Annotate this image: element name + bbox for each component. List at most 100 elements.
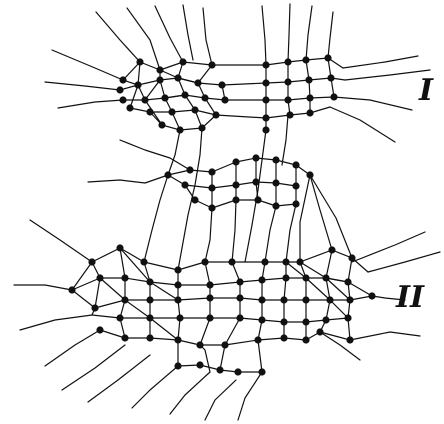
node-dot [91, 304, 98, 311]
node-dot [286, 111, 293, 118]
fiber-line [62, 345, 125, 390]
fiber-line [132, 366, 178, 408]
node-dot [252, 154, 259, 161]
node-dot [216, 366, 223, 373]
node-dot [146, 334, 153, 341]
node-dot [302, 336, 309, 343]
node-dot [121, 296, 128, 303]
fiber-line [350, 332, 420, 340]
node-dot [212, 111, 219, 118]
node-dot [174, 281, 181, 288]
node-points [68, 54, 375, 375]
node-dot [261, 258, 268, 265]
fiber-lines [14, 4, 440, 420]
node-dot [196, 341, 203, 348]
node-dot [186, 166, 193, 173]
node-dot [156, 66, 163, 73]
node-dot [282, 258, 289, 265]
node-dot [121, 334, 128, 341]
node-dot [236, 314, 243, 321]
node-dot [121, 274, 128, 281]
node-dot [328, 246, 335, 253]
node-dot [174, 266, 181, 273]
fiber-line [288, 62, 290, 115]
node-dot [280, 318, 287, 325]
node-dot [176, 126, 183, 133]
node-dot [68, 286, 75, 293]
node-dot [262, 126, 269, 133]
node-dot [174, 362, 181, 369]
node-dot [258, 316, 265, 323]
node-dot [191, 106, 198, 113]
fiber-line [306, 6, 312, 60]
node-dot [280, 296, 287, 303]
fiber-line [352, 232, 425, 262]
node-dot [156, 76, 163, 83]
fiber-line [320, 332, 360, 360]
fiber-line [14, 285, 72, 290]
node-dot [280, 334, 287, 341]
node-dot [232, 181, 239, 188]
node-dot [302, 56, 309, 63]
fiber-line [245, 130, 266, 262]
node-dot [116, 244, 123, 251]
node-dot [161, 94, 168, 101]
node-dot [254, 196, 261, 203]
fiber-line [232, 162, 236, 262]
node-dot [146, 314, 153, 321]
fiber-line [120, 248, 125, 338]
node-dot [344, 278, 351, 285]
node-dot [284, 96, 291, 103]
node-dot [292, 200, 299, 207]
fiber-line [120, 248, 178, 300]
fiber-line [20, 315, 92, 330]
node-dot [234, 368, 241, 375]
fiber-line [238, 372, 262, 420]
node-dot [316, 328, 323, 335]
node-dot [181, 91, 188, 98]
node-dot [262, 96, 269, 103]
node-dot [181, 181, 188, 188]
node-dot [116, 86, 123, 93]
node-dot [344, 314, 351, 321]
node-dot [176, 314, 183, 321]
node-dot [136, 58, 143, 65]
fiber-line [286, 165, 296, 262]
node-dot [208, 184, 215, 191]
fiber-line [185, 185, 296, 208]
node-dot [327, 74, 334, 81]
fiber-line [198, 65, 216, 115]
node-dot [292, 161, 299, 168]
node-dot [126, 104, 133, 111]
node-dot [258, 276, 265, 283]
node-dot [191, 196, 198, 203]
node-dot [282, 274, 289, 281]
fiber-line [92, 262, 178, 340]
node-dot [201, 94, 208, 101]
fiber-line [58, 100, 123, 108]
fiber-line [288, 4, 290, 62]
node-dot [346, 336, 353, 343]
node-dot [368, 292, 375, 299]
node-dot [272, 179, 279, 186]
node-dot [96, 326, 103, 333]
node-dot [164, 171, 171, 178]
node-dot [140, 258, 147, 265]
node-dot [322, 316, 329, 323]
fiber-line [88, 355, 150, 402]
node-dot [262, 61, 269, 68]
fiber-line [120, 140, 190, 170]
node-dot [206, 294, 213, 301]
region-label-1: I [419, 76, 433, 106]
fiber-line [52, 50, 123, 80]
fiber-line [144, 130, 180, 262]
node-dot [302, 274, 309, 281]
region-label-2: II [396, 283, 424, 313]
node-dot [198, 124, 205, 131]
node-dot [252, 178, 259, 185]
fiber-line [183, 5, 193, 60]
node-dot [196, 361, 203, 368]
fiber-line [170, 372, 210, 414]
node-dot [96, 274, 103, 281]
